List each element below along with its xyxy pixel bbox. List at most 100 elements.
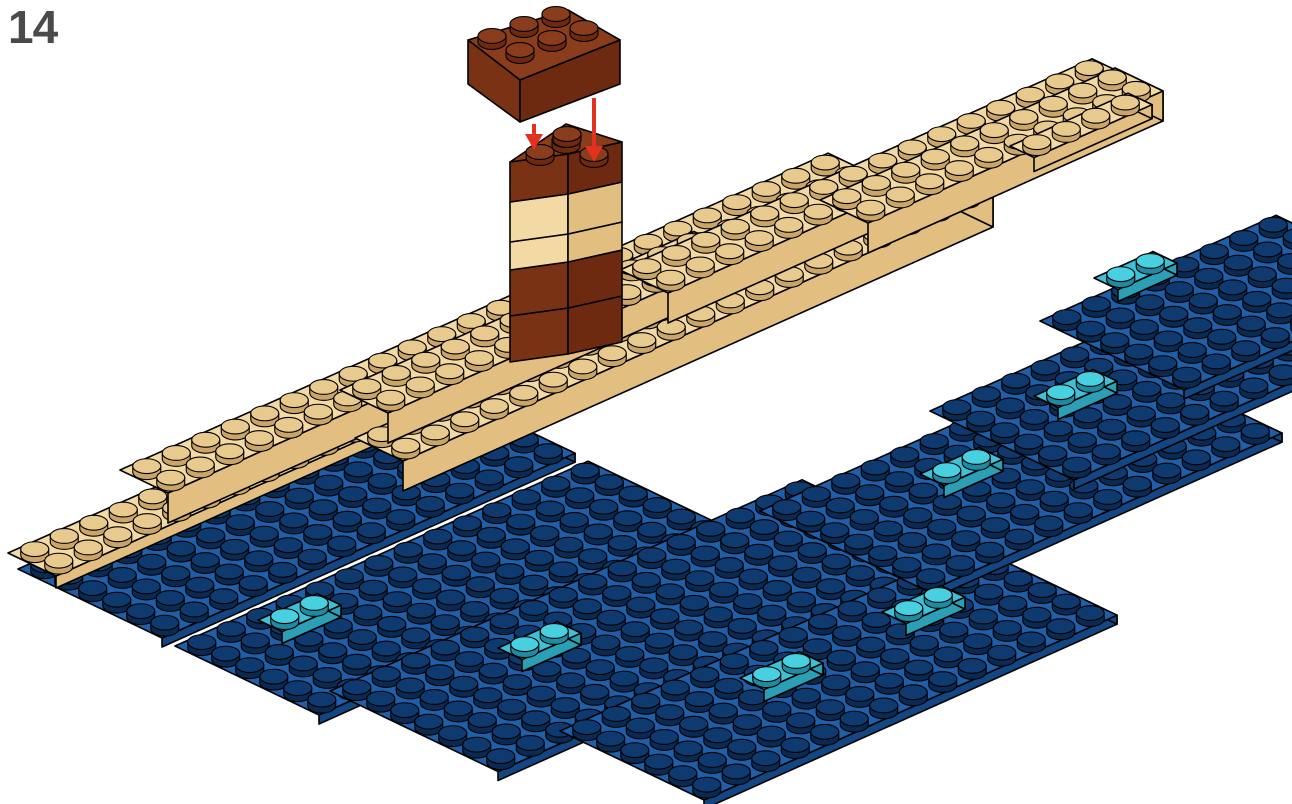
- stud: [1017, 632, 1045, 653]
- stud: [304, 404, 332, 425]
- stud: [988, 645, 1016, 666]
- stud: [357, 523, 385, 544]
- stud: [975, 147, 1003, 168]
- brown-tower: [510, 124, 622, 362]
- stud: [505, 457, 533, 478]
- stud: [157, 470, 185, 491]
- stud: [534, 444, 562, 465]
- stud: [511, 637, 539, 658]
- stud: [804, 204, 832, 225]
- stud: [510, 17, 538, 38]
- stud: [895, 601, 923, 622]
- stud: [962, 450, 990, 471]
- stud: [1232, 341, 1260, 362]
- stud: [569, 359, 597, 380]
- stud: [782, 654, 810, 675]
- stud: [245, 431, 273, 452]
- stud: [487, 749, 515, 770]
- stud: [210, 589, 238, 610]
- stud: [1153, 463, 1181, 484]
- stud: [1240, 378, 1268, 399]
- stud: [45, 553, 73, 574]
- stud: [924, 588, 952, 609]
- stud: [657, 270, 685, 291]
- stud: [74, 540, 102, 561]
- stud: [857, 200, 885, 221]
- stud: [540, 624, 568, 645]
- stud: [886, 187, 914, 208]
- stud: [377, 390, 405, 411]
- stud: [300, 596, 328, 617]
- stud: [1123, 476, 1151, 497]
- stud: [133, 514, 161, 535]
- stud: [1241, 424, 1269, 445]
- stud: [1047, 619, 1075, 640]
- stud: [916, 174, 944, 195]
- stud: [1035, 516, 1063, 537]
- stud: [298, 549, 326, 570]
- stud: [1182, 450, 1210, 471]
- stud: [1173, 367, 1201, 388]
- stud: [1082, 108, 1110, 129]
- lego-brick-2x4-dark-red: [468, 7, 620, 122]
- falling-brick: [468, 7, 620, 122]
- stud: [475, 470, 503, 491]
- stud: [1202, 354, 1230, 375]
- stud: [716, 244, 744, 265]
- stud: [328, 536, 356, 557]
- stud: [1278, 254, 1292, 275]
- stud: [526, 145, 554, 166]
- stud: [657, 319, 685, 340]
- stud: [446, 483, 474, 504]
- stud: [899, 685, 927, 706]
- stud: [1063, 457, 1091, 478]
- stud: [598, 346, 626, 367]
- stud: [1047, 385, 1075, 406]
- stud: [271, 609, 299, 630]
- stud: [406, 377, 434, 398]
- stud: [539, 372, 567, 393]
- stud: [570, 21, 598, 42]
- stud: [1261, 328, 1289, 349]
- stud: [1107, 267, 1135, 288]
- stud: [1122, 431, 1150, 452]
- stud: [945, 161, 973, 182]
- stud: [946, 556, 974, 577]
- stud: [693, 777, 721, 798]
- stud: [1076, 606, 1104, 627]
- stud: [436, 364, 464, 385]
- stud: [478, 29, 506, 50]
- stud: [1136, 254, 1164, 275]
- stud: [510, 385, 538, 406]
- stud: [775, 217, 803, 238]
- stud: [722, 764, 750, 785]
- stud: [553, 127, 581, 148]
- stud: [275, 417, 303, 438]
- stud: [1151, 418, 1179, 439]
- stud: [1210, 391, 1238, 412]
- stud: [628, 333, 656, 354]
- stud: [1111, 95, 1139, 116]
- stud: [870, 698, 898, 719]
- stud: [416, 496, 444, 517]
- stud: [104, 527, 132, 548]
- stud: [1272, 278, 1292, 299]
- stud: [976, 542, 1004, 563]
- stud: [538, 31, 566, 52]
- stud: [1064, 503, 1092, 524]
- stud: [1052, 122, 1080, 143]
- stud: [480, 399, 508, 420]
- stud: [1092, 444, 1120, 465]
- stud: [753, 667, 781, 688]
- stud: [752, 751, 780, 772]
- stud: [686, 257, 714, 278]
- stud: [1181, 404, 1209, 425]
- stud: [506, 43, 534, 64]
- stud: [1023, 135, 1051, 156]
- stud: [516, 736, 544, 757]
- stud: [958, 658, 986, 679]
- stud: [308, 692, 336, 713]
- stud: [1267, 303, 1292, 324]
- stud: [451, 412, 479, 433]
